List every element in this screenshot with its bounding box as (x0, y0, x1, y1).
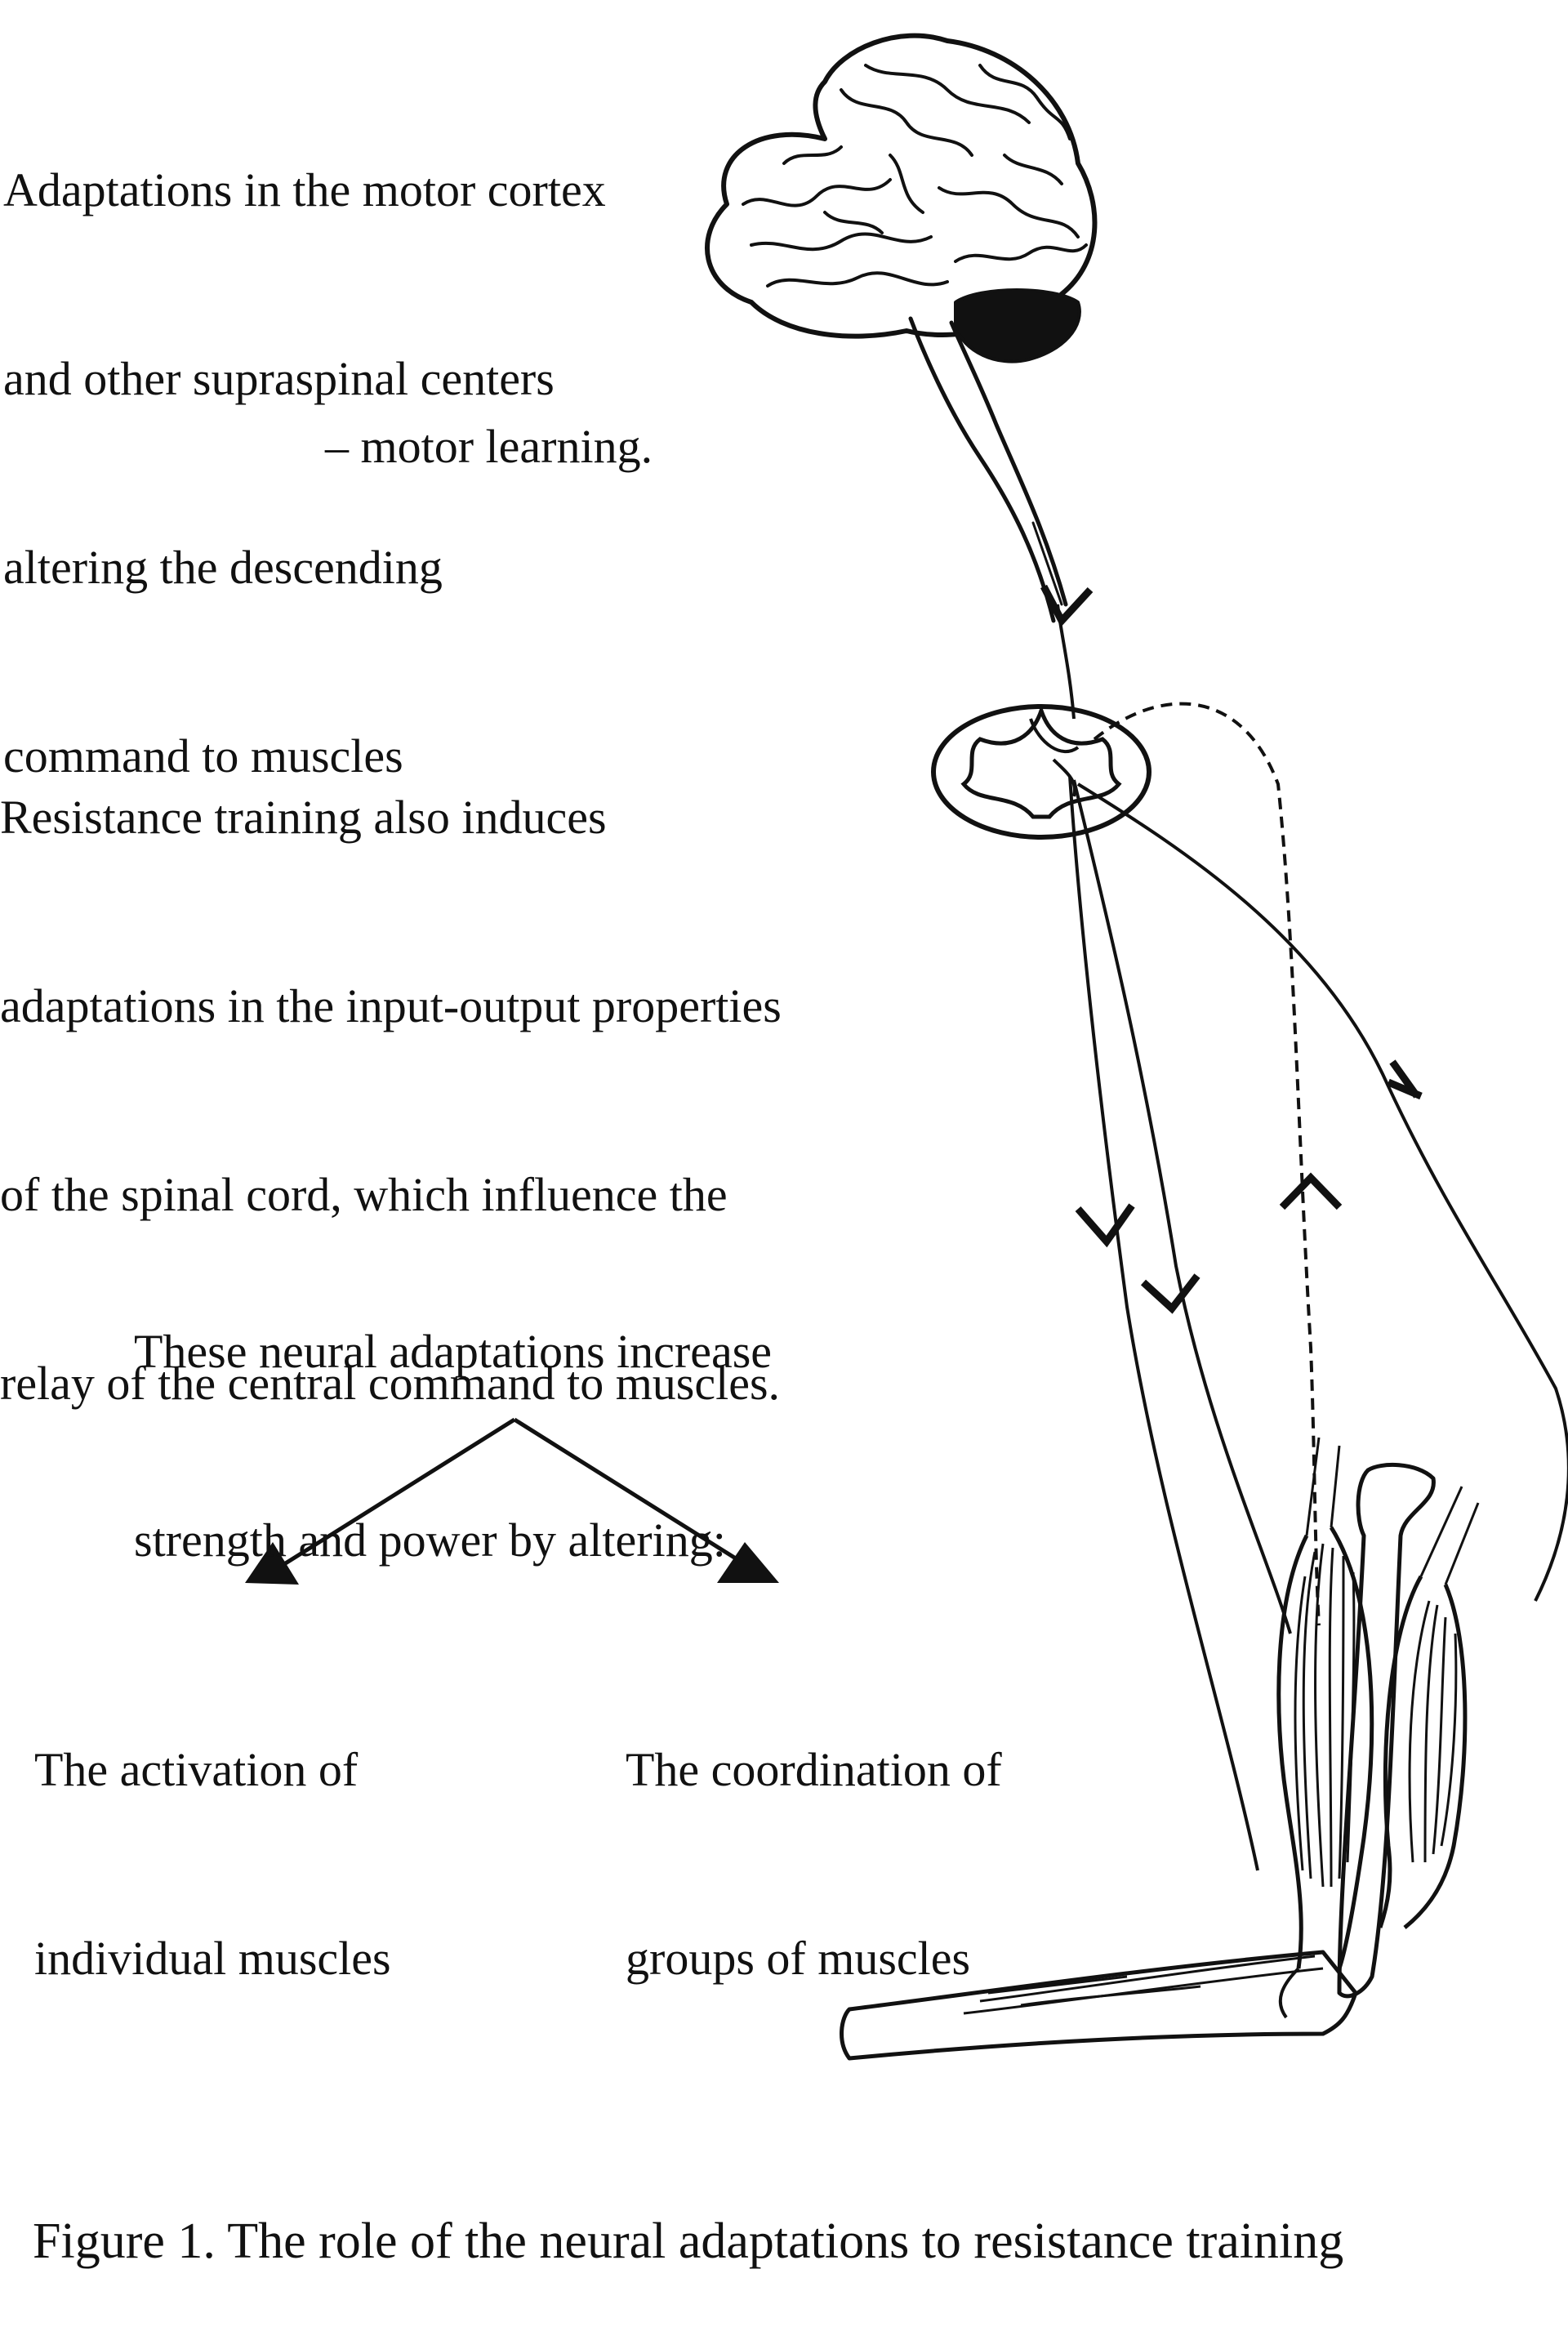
spinal-adaptations-label: Resistance training also induces adaptat… (0, 791, 782, 1410)
diagram-canvas (245, 33, 1568, 2061)
afferent-pathway (1093, 702, 1321, 1626)
spinal-cord-section-icon (931, 704, 1152, 840)
coordination-label: The coordination of groups of muscles (626, 1743, 1002, 1985)
descending-pathway (1040, 584, 1094, 720)
arrow-afferent (1279, 1172, 1343, 1210)
brain-icon (705, 33, 1098, 623)
arrow-efferent-2 (1140, 1273, 1200, 1314)
figure-caption: Figure 1. The role of the neural adaptat… (33, 2213, 1344, 2269)
arrow-to-coordination (717, 1542, 779, 1583)
cortex-adaptations-label: Adaptations in the motor cortex and othe… (3, 163, 606, 782)
arm-muscles-icon (840, 1437, 1480, 2061)
neural-adaptations-label: These neural adaptations increase streng… (134, 1325, 773, 1567)
arrow-efferent-3 (1387, 1059, 1423, 1100)
efferent-pathways (1068, 775, 1568, 1871)
branch-arrows (276, 1417, 753, 1571)
arrow-descending-to-spinal (1040, 584, 1094, 627)
arrow-to-activation (245, 1542, 299, 1585)
motor-learning-label: – motor learning. (325, 420, 653, 473)
activation-label: The activation of individual muscles (34, 1743, 391, 1985)
arrow-efferent-1 (1075, 1203, 1135, 1248)
